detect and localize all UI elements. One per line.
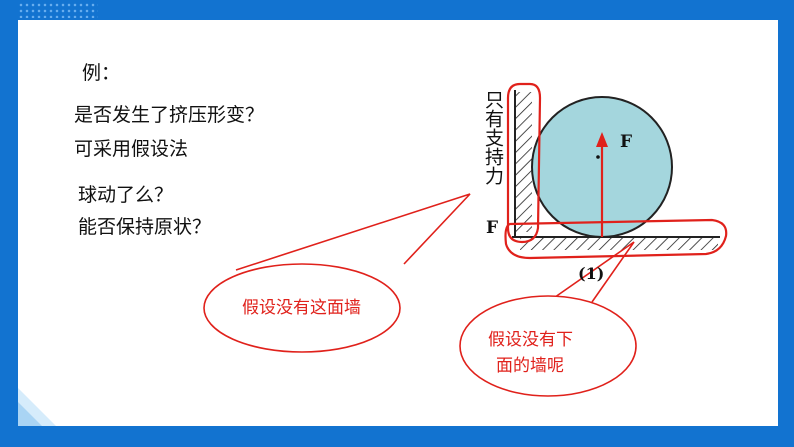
question-ball-moved: 球动了么？ [78, 184, 174, 206]
right-callout-line-1: 假设没有下 [488, 330, 573, 350]
left-callout-bubble [203, 263, 401, 353]
force-label: F [620, 132, 633, 152]
question-keep-state: 能否保持原状？ [78, 216, 212, 238]
floor-highlight [504, 218, 728, 260]
left-frame-bar [0, 0, 18, 447]
right-callout-line-2: 面的墙呢 [496, 356, 564, 376]
support-force-label: 只有支持力 [482, 90, 504, 185]
figure-number-label: (1) [578, 264, 605, 283]
bottom-frame-bar [0, 426, 794, 447]
dot-pattern-decoration [6, 2, 98, 18]
question-hypothesis-method: 可采用假设法 [74, 138, 189, 160]
left-callout-text: 假设没有这面墙 [242, 298, 361, 318]
right-callout-pointer [547, 241, 635, 303]
ball-center-dot [596, 155, 600, 159]
example-label: 例： [82, 62, 121, 84]
right-callout-bubble [459, 295, 637, 397]
right-frame-bar [778, 0, 794, 447]
vertical-wall-hatching [516, 92, 532, 232]
top-frame-bar [0, 0, 794, 20]
support-force-symbol: F [486, 218, 499, 238]
corner-decoration-inner [18, 402, 42, 426]
left-callout-pointer [235, 193, 471, 271]
floor-hatching [520, 238, 718, 250]
vertical-wall-highlight [506, 82, 542, 244]
slide-content-area [18, 20, 778, 426]
force-arrow-head [596, 132, 608, 147]
question-deformation: 是否发生了挤压形变？ [74, 104, 265, 126]
